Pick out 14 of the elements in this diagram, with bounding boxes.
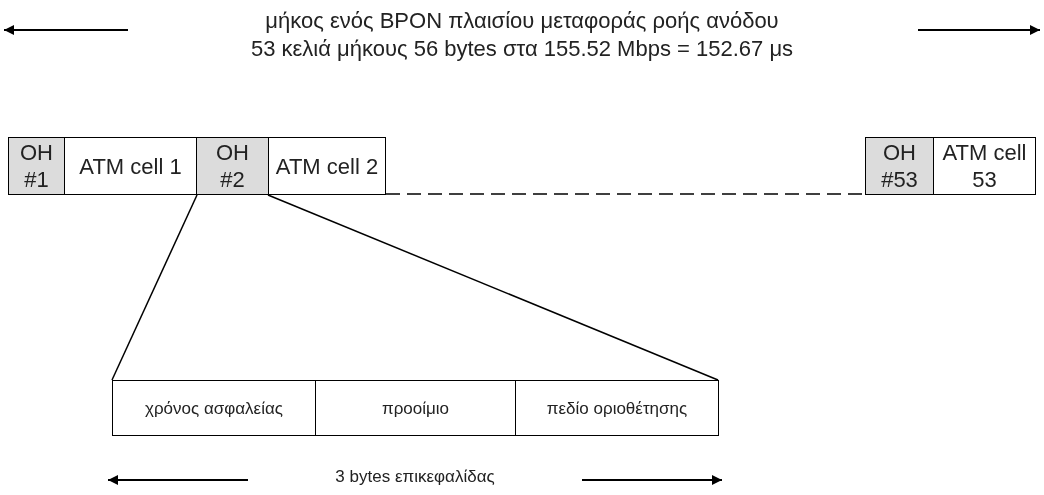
dimension-label: 3 bytes επικεφαλίδας [335, 467, 495, 487]
frame-field: ATM cell 2 [268, 137, 386, 195]
frame-field: OH #2 [196, 137, 269, 195]
dimension-label: 53 κελιά μήκους 56 bytes στα 155.52 Mbps = 152.67 μs [250, 36, 794, 62]
frame-field: OH #53 [865, 137, 934, 195]
frame-field: OH #1 [8, 137, 65, 195]
header-field: χρόνος ασφαλείας [112, 380, 316, 436]
header-field: προοίμιο [315, 380, 516, 436]
frame-field: ATM cell 53 [933, 137, 1036, 195]
header-field: πεδίο οριοθέτησης [515, 380, 719, 436]
frame-field: ATM cell 1 [64, 137, 197, 195]
expansion-line [267, 194, 719, 381]
dimension-label: μήκος ενός BPON πλαισίου μεταφοράς ροής ανόδου [265, 8, 779, 34]
expansion-line [111, 194, 198, 381]
